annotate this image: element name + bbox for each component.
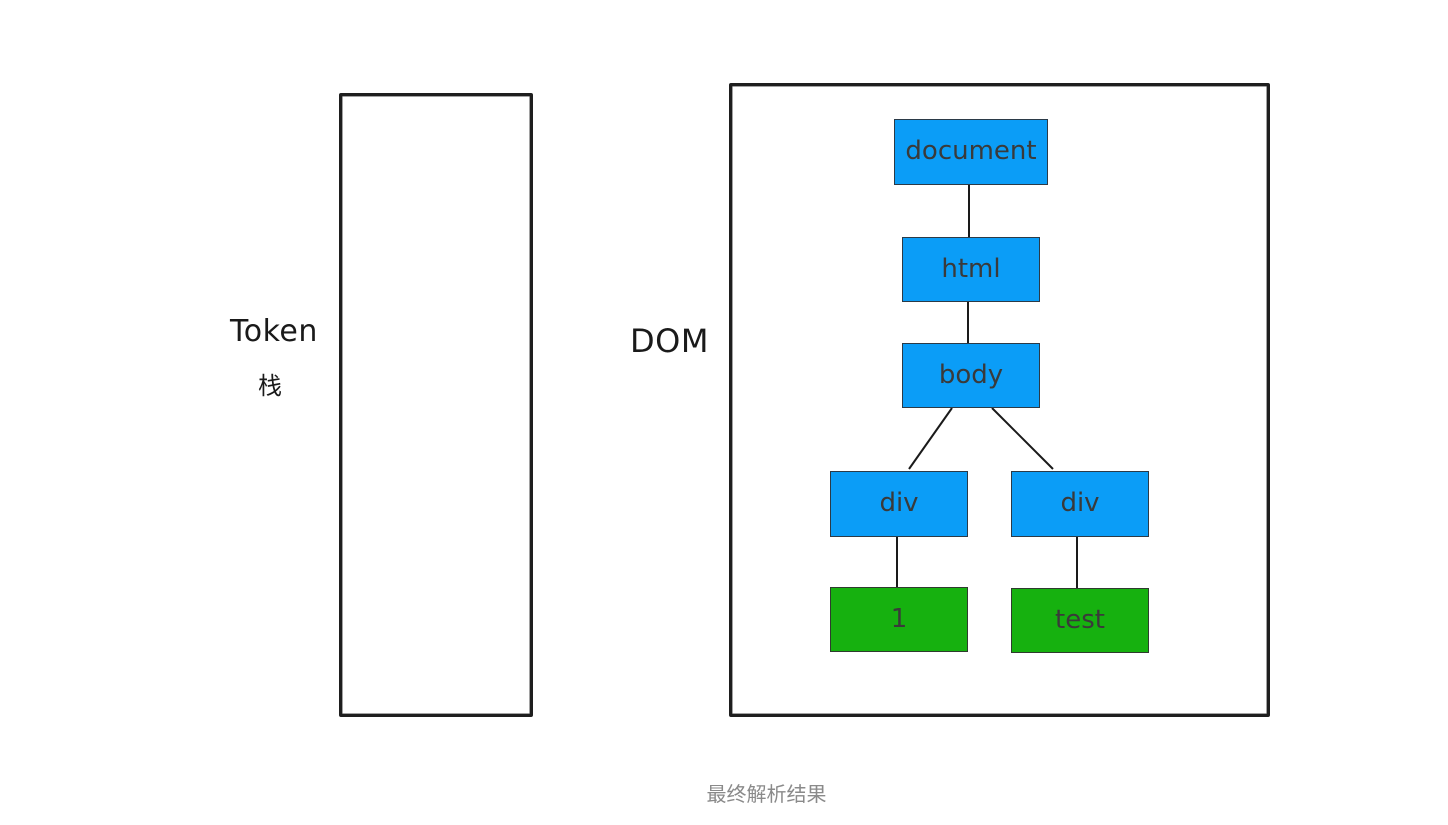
dom-panel-box: [729, 83, 1270, 717]
dom-label: DOM: [630, 322, 709, 360]
dom-node-document: document: [894, 119, 1048, 185]
token-stack-box: [339, 93, 533, 717]
figure-caption: 最终解析结果: [706, 782, 827, 806]
dom-node-div-right: div: [1011, 471, 1149, 537]
token-label: Token: [230, 314, 318, 349]
dom-node-div-left: div: [830, 471, 968, 537]
stack-label: 栈: [258, 372, 283, 400]
dom-text-node-right: test: [1011, 588, 1149, 653]
dom-text-node-left: 1: [830, 587, 968, 652]
dom-node-html: html: [902, 237, 1040, 302]
dom-node-body: body: [902, 343, 1040, 408]
